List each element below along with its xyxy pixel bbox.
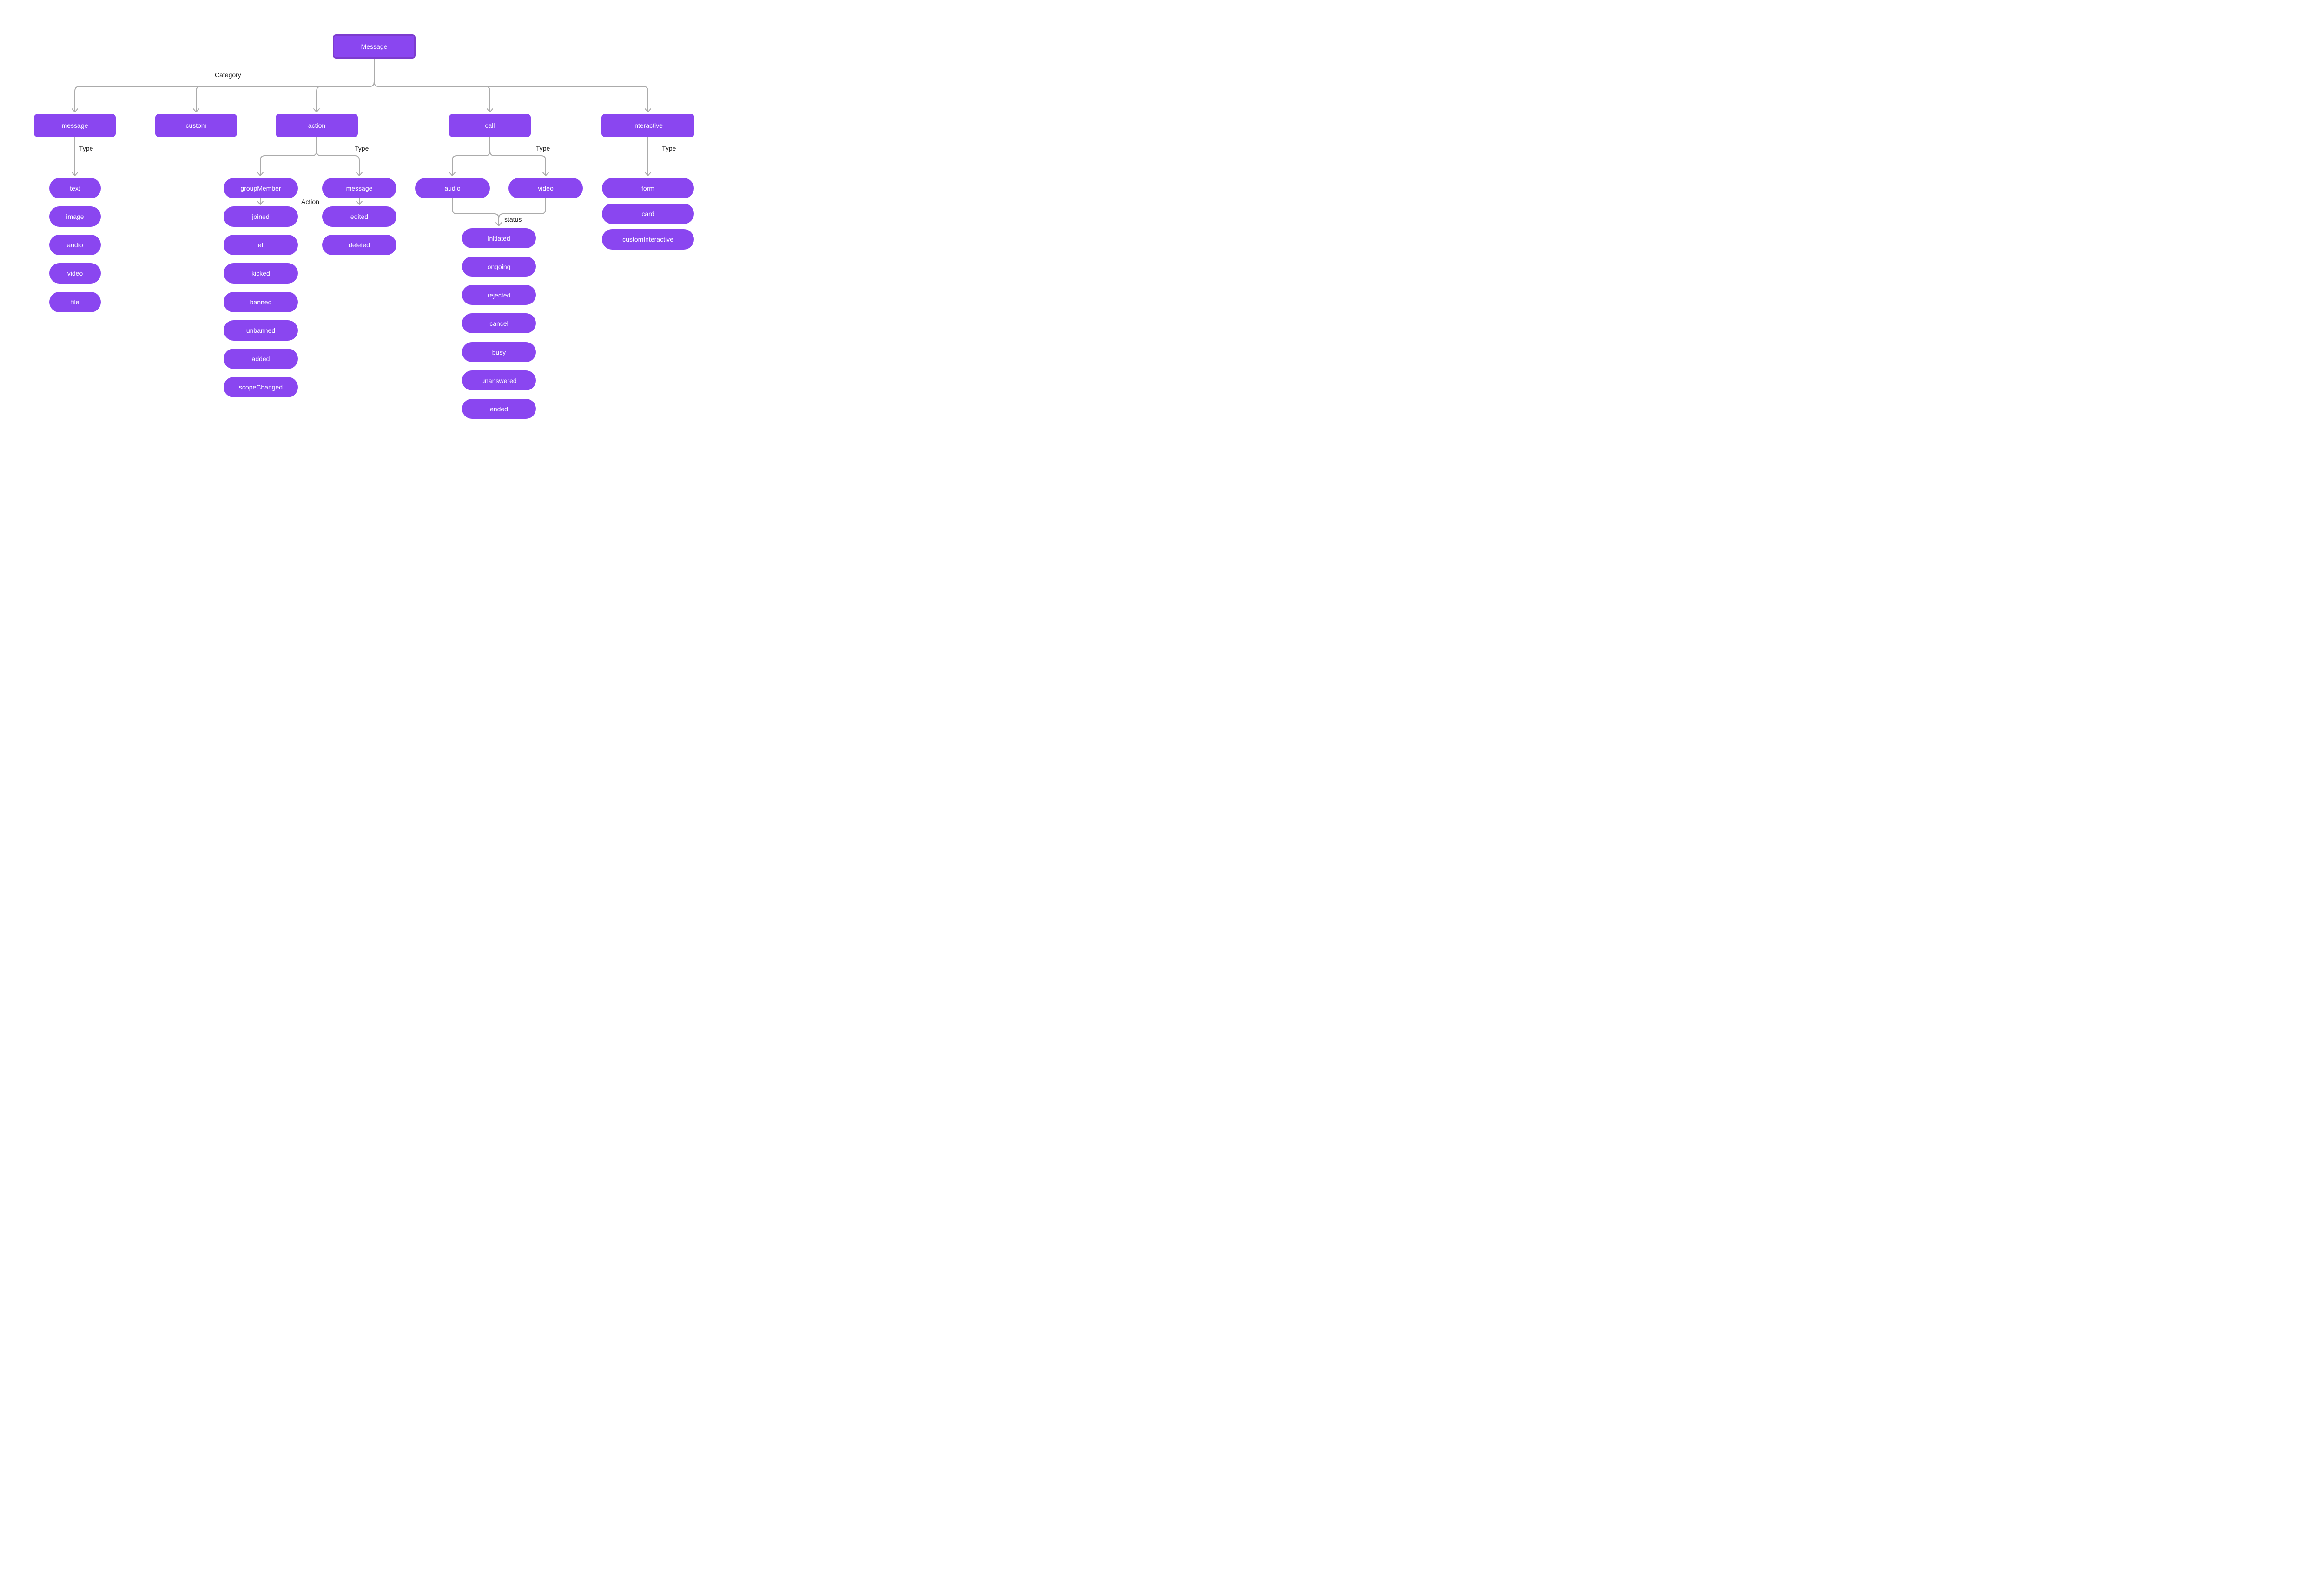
arrowhead	[356, 201, 363, 205]
node-file: file	[49, 292, 101, 312]
node-rejected: rejected	[462, 285, 536, 305]
node-text: text	[49, 178, 101, 198]
node-ended: ended	[462, 399, 536, 419]
edge-root-to-message	[74, 58, 375, 112]
edge-root-to-call	[374, 58, 490, 112]
edge-label-category: Category	[215, 71, 241, 79]
node-joined: joined	[224, 206, 298, 227]
edge-video-to-status	[498, 198, 546, 226]
node-message-root: Message	[333, 34, 416, 59]
node-added: added	[224, 349, 298, 369]
arrowhead	[542, 172, 549, 176]
edge-label-type-interactive: Type	[662, 145, 676, 152]
node-call-audio: audio	[415, 178, 490, 198]
node-form: form	[602, 178, 694, 198]
node-image: image	[49, 206, 101, 227]
node-card: card	[602, 204, 694, 224]
edge-label-action: Action	[301, 198, 319, 205]
node-busy: busy	[462, 342, 536, 362]
node-category-interactive: interactive	[601, 114, 694, 137]
edge-root-to-action	[316, 58, 375, 112]
arrowhead	[356, 172, 363, 176]
edge-call-to-video	[489, 137, 546, 176]
node-audio: audio	[49, 235, 101, 255]
node-unanswered: unanswered	[462, 370, 536, 390]
arrowhead	[449, 172, 456, 176]
edge-action-to-message	[316, 137, 360, 176]
edge-label-status: status	[504, 216, 522, 223]
edge-label-type-call: Type	[536, 145, 550, 152]
node-custominteractive: customInteractive	[602, 229, 694, 250]
node-action-message: message	[322, 178, 396, 198]
edge-root-to-interactive	[374, 58, 648, 112]
node-banned: banned	[224, 292, 298, 312]
arrowhead	[72, 108, 78, 112]
arrowhead	[495, 222, 502, 226]
node-edited: edited	[322, 206, 396, 227]
node-kicked: kicked	[224, 263, 298, 284]
node-deleted: deleted	[322, 235, 396, 255]
edge-label-type-action: Type	[355, 145, 369, 152]
node-category-message: message	[34, 114, 116, 137]
arrowhead	[257, 172, 264, 176]
arrowhead	[193, 108, 199, 112]
node-initiated: initiated	[462, 228, 536, 248]
node-scopechanged: scopeChanged	[224, 377, 298, 397]
node-unbanned: unbanned	[224, 320, 298, 341]
node-category-custom: custom	[155, 114, 237, 137]
edge-call-to-audio	[452, 137, 490, 176]
edge-action-to-groupmember	[260, 137, 317, 176]
node-category-action: action	[276, 114, 358, 137]
arrowhead	[645, 108, 651, 112]
edge-root-to-custom	[196, 58, 375, 112]
node-category-call: call	[449, 114, 531, 137]
arrowhead	[487, 108, 493, 112]
arrowhead	[72, 172, 78, 176]
node-left: left	[224, 235, 298, 255]
node-video: video	[49, 263, 101, 284]
node-ongoing: ongoing	[462, 257, 536, 277]
node-call-video: video	[508, 178, 583, 198]
connector-layer	[72, 58, 651, 226]
edge-label-type-message: Type	[79, 145, 93, 152]
arrowhead	[645, 172, 651, 176]
arrowhead	[257, 201, 264, 205]
edge-audio-to-status	[452, 198, 499, 226]
diagram-canvas: Message Category Type Type Type Type Act…	[0, 0, 729, 454]
node-groupmember: groupMember	[224, 178, 298, 198]
arrowhead	[313, 108, 320, 112]
node-cancel: cancel	[462, 313, 536, 333]
